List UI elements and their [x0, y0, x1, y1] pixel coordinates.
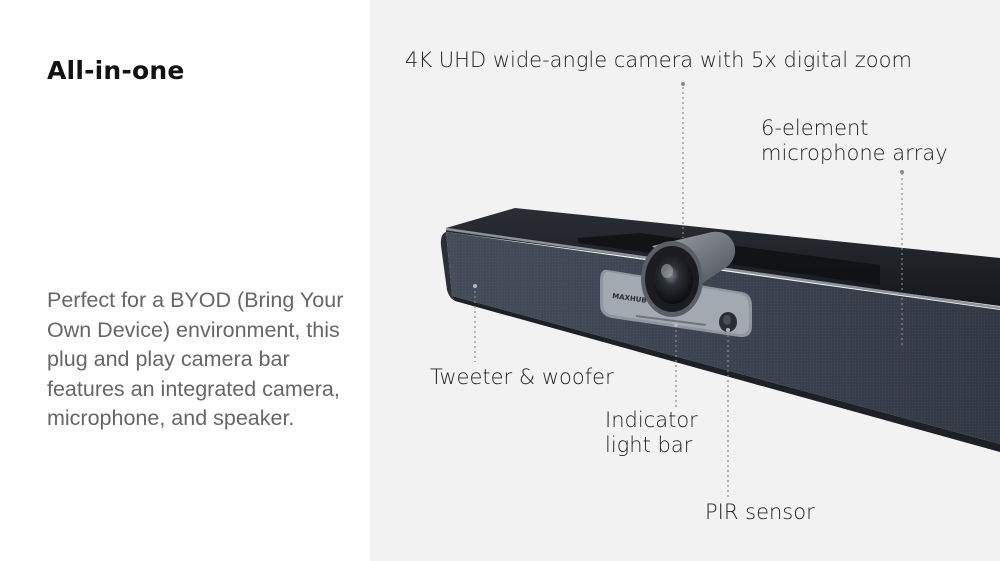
bar-bottom-edge	[452, 296, 1000, 452]
camera-lens	[653, 256, 693, 304]
callout-microphone-line1: 6-element	[761, 116, 869, 140]
product-description: Perfect for a BYOD (Bring Your Own Devic…	[47, 288, 344, 430]
left-panel: All-in-one Perfect for a BYOD (Bring You…	[0, 0, 370, 561]
callout-pir: PIR sensor	[705, 500, 815, 524]
page-title: All-in-one	[47, 56, 185, 85]
callout-microphone: 6-element microphone array	[761, 116, 948, 166]
callout-indicator: Indicator light bar	[605, 408, 698, 458]
indicator-light-bar	[635, 315, 707, 326]
callout-indicator-line2: light bar	[605, 433, 693, 457]
callout-tweeter: Tweeter & woofer	[430, 365, 614, 389]
callout-microphone-line2: microphone array	[761, 141, 948, 165]
callout-camera: 4K UHD wide-angle camera with 5x digital…	[405, 48, 912, 72]
bar-left-end	[440, 232, 455, 301]
callout-indicator-line1: Indicator	[605, 408, 698, 432]
